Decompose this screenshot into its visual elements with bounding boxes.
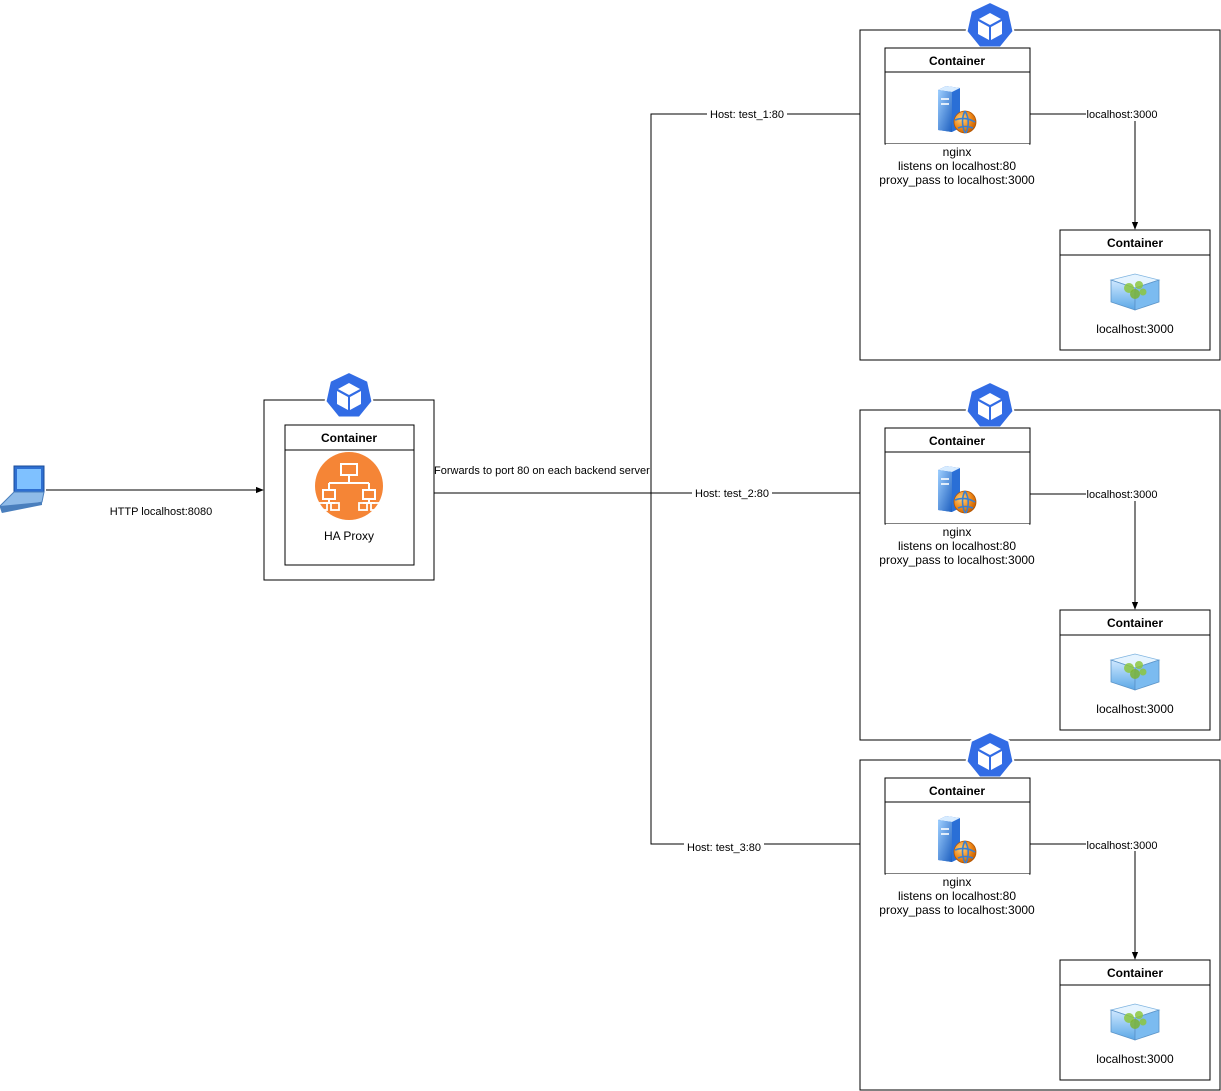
kubernetes-pod-icon	[965, 1, 1015, 49]
edge-label-client: HTTP localhost:8080	[110, 506, 213, 518]
nginx-line-3: proxy_pass to localhost:3000	[879, 553, 1035, 567]
nginx-line-1: nginx	[943, 525, 972, 539]
nginx-line-3: proxy_pass to localhost:3000	[879, 173, 1035, 187]
proxy-container-header: Container	[321, 431, 377, 445]
host-label-2: Host: test_2:80	[695, 488, 769, 500]
kubernetes-pod-icon	[324, 371, 374, 419]
edge-label-proxy: Forwards to port 80 on each backend serv…	[434, 465, 650, 477]
host-label-1: Host: test_1:80	[710, 109, 784, 121]
upstream-label-2: localhost:3000	[1087, 489, 1158, 501]
upstream-label-3: localhost:3000	[1087, 840, 1158, 852]
laptop-icon	[0, 465, 45, 513]
kubernetes-pod-icon	[965, 381, 1015, 429]
edge-proxy-to-backend-3	[650, 493, 884, 848]
app-container-icon	[1110, 1003, 1160, 1041]
proxy-pod: Container HA Proxy	[263, 371, 435, 581]
nginx-line-2: listens on localhost:80	[898, 159, 1016, 173]
app-container-header: Container	[1107, 236, 1163, 250]
app-container-icon	[1110, 653, 1160, 691]
edge-proxy-to-backend-1	[434, 110, 884, 494]
app-label: localhost:3000	[1096, 702, 1174, 716]
load-balancer-icon	[315, 452, 383, 520]
nginx-line-1: nginx	[943, 145, 972, 159]
client-laptop	[0, 465, 45, 513]
nginx-container-header: Container	[929, 434, 985, 448]
nginx-container-header: Container	[929, 54, 985, 68]
kubernetes-pod-icon	[965, 731, 1015, 779]
app-label: localhost:3000	[1096, 322, 1174, 336]
nginx-container-header: Container	[929, 784, 985, 798]
app-container-header: Container	[1107, 966, 1163, 980]
nginx-line-3: proxy_pass to localhost:3000	[879, 903, 1035, 917]
app-container-icon	[1110, 273, 1160, 311]
nginx-line-2: listens on localhost:80	[898, 889, 1016, 903]
app-label: localhost:3000	[1096, 1052, 1174, 1066]
host-label-3: Host: test_3:80	[687, 842, 761, 854]
backend-pod-1: Container nginx listens on localhost:80 …	[859, 1, 1221, 361]
proxy-label: HA Proxy	[324, 529, 374, 543]
nginx-line-1: nginx	[943, 875, 972, 889]
backend-pod-2: Container nginx listens on localhost:80 …	[859, 381, 1221, 741]
app-container-header: Container	[1107, 616, 1163, 630]
nginx-line-2: listens on localhost:80	[898, 539, 1016, 553]
backend-pod-3: Container nginx listens on localhost:80 …	[859, 731, 1221, 1091]
upstream-label-1: localhost:3000	[1087, 109, 1158, 121]
